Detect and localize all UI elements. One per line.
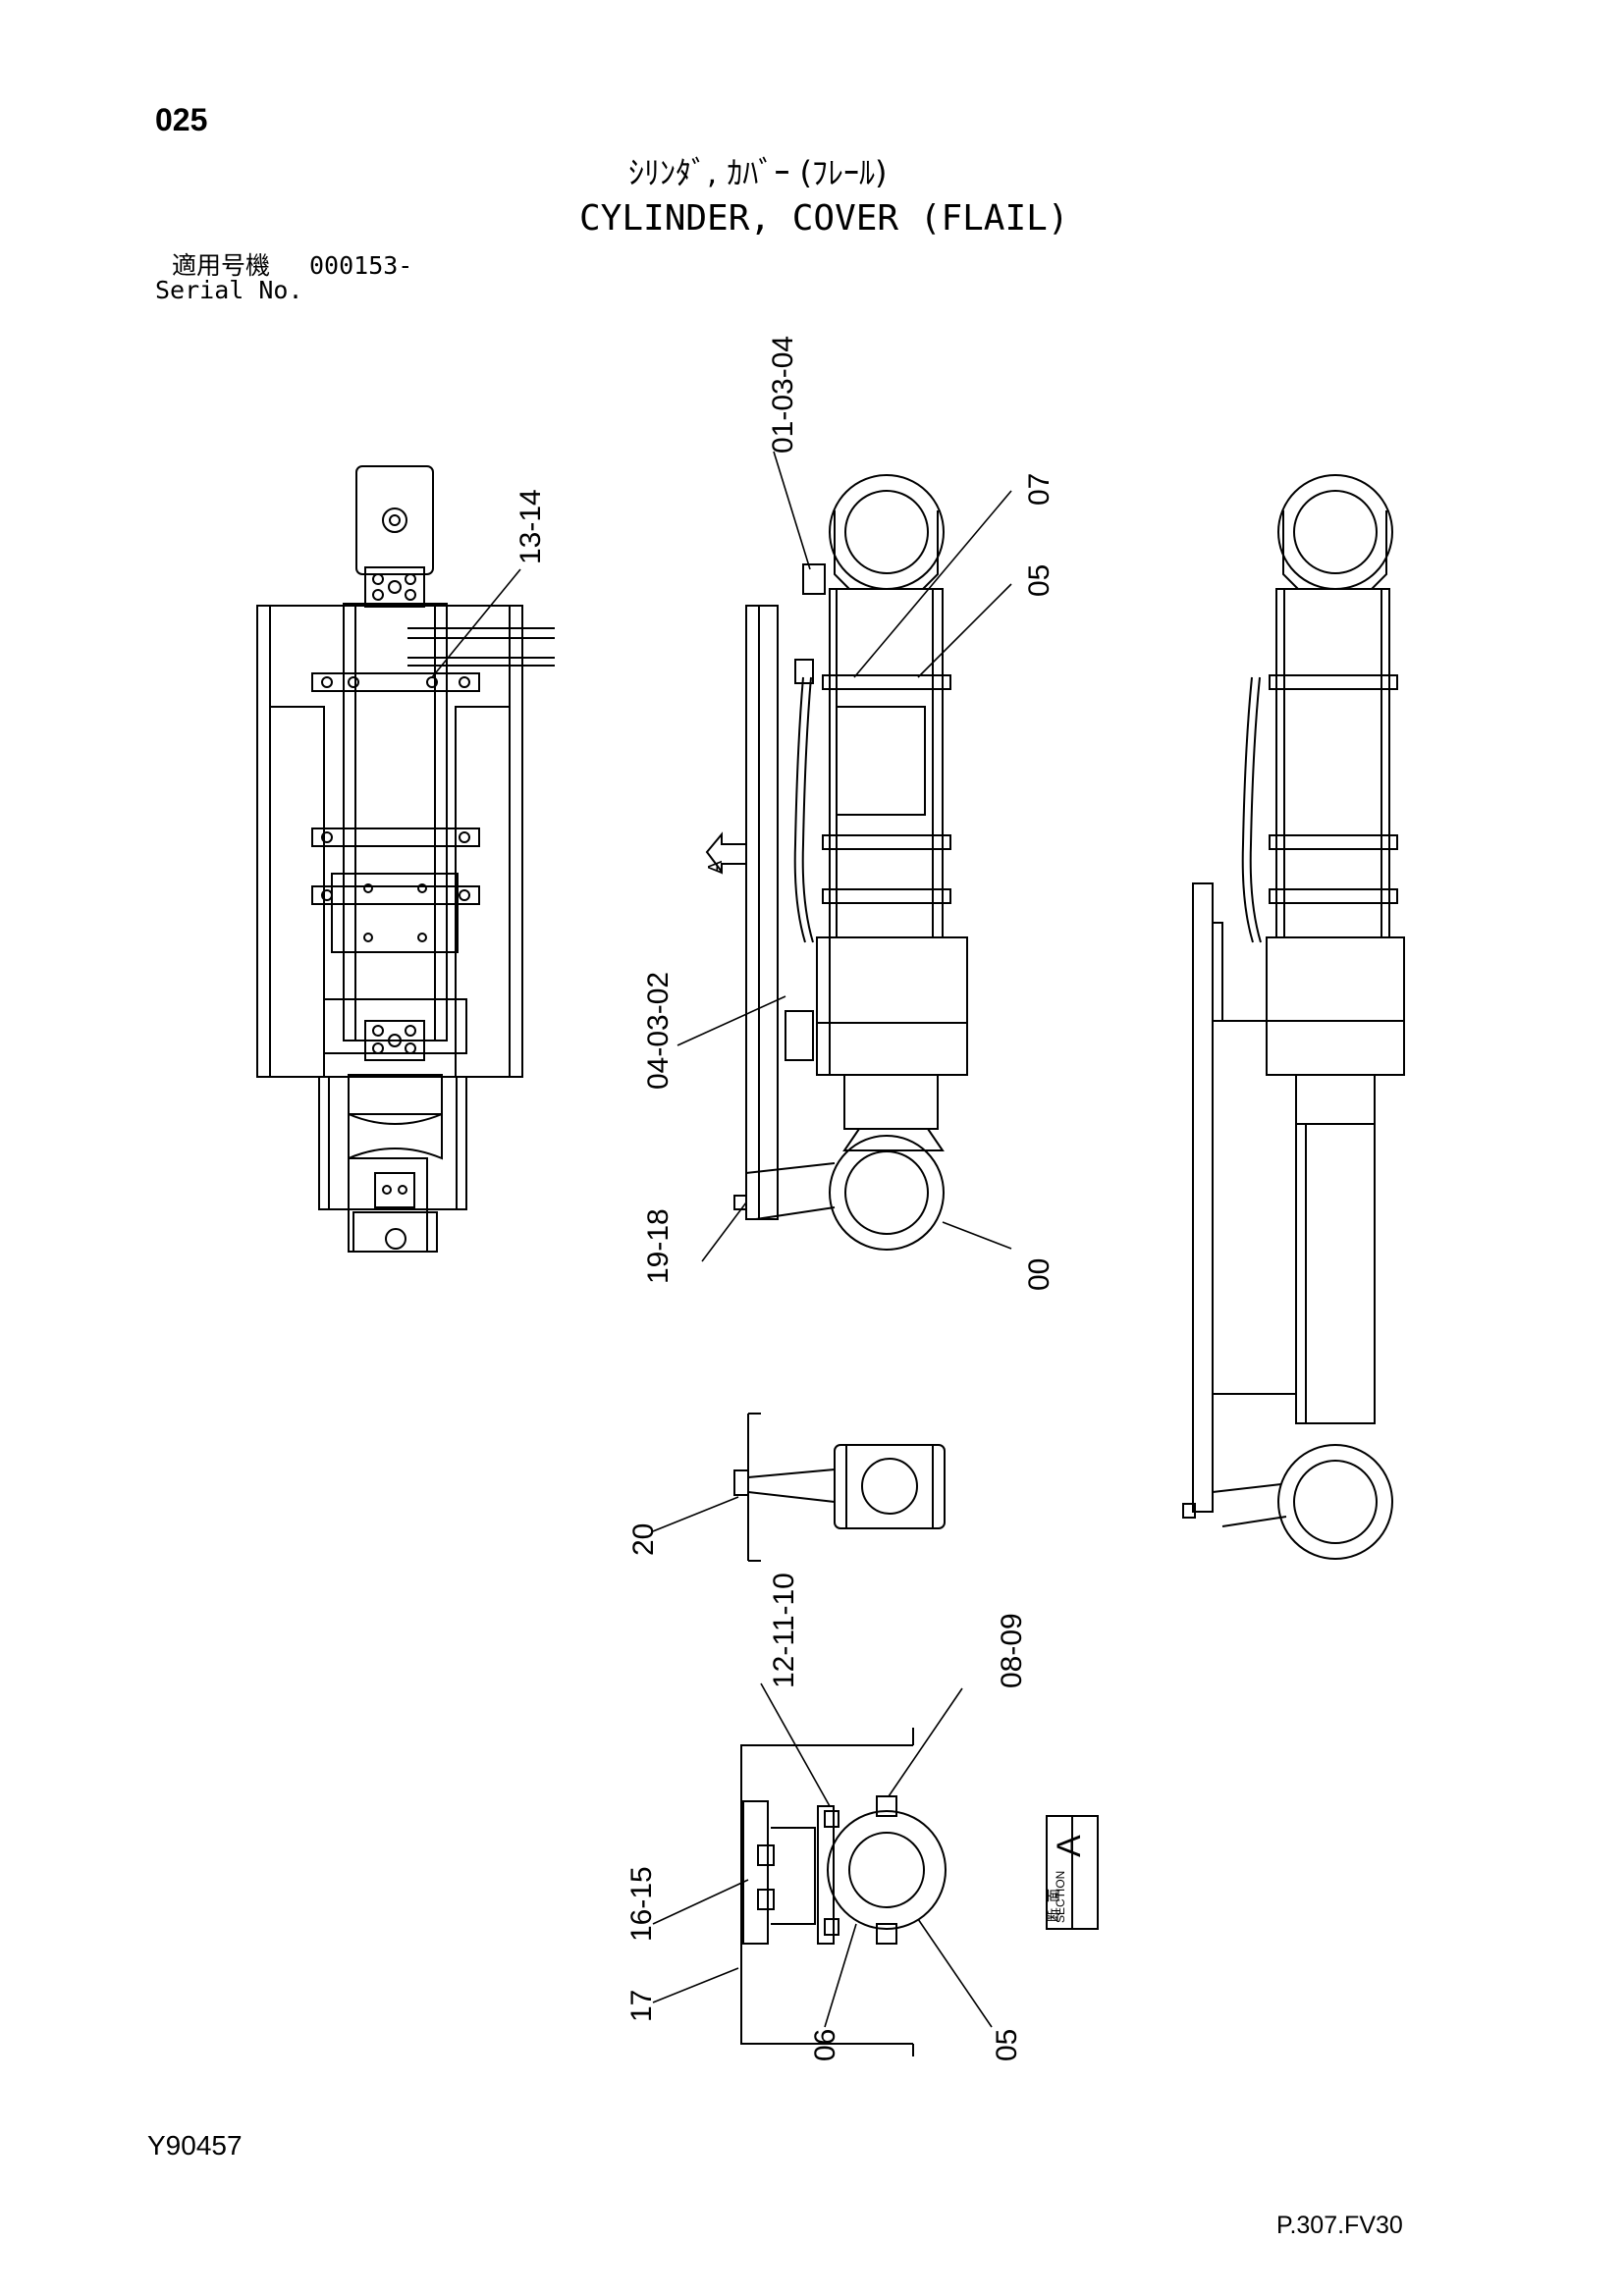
clamp-band <box>822 674 951 690</box>
serial-number-value: 000153- <box>309 251 413 280</box>
clamp-band <box>311 672 480 692</box>
clamp-band <box>822 834 951 850</box>
cover-plate-long <box>1192 882 1214 1513</box>
section-kanji-2: 面 <box>1046 1889 1061 1902</box>
callout-13-14: 13-14 <box>514 489 547 564</box>
clamp-band <box>311 885 480 905</box>
clamp-band <box>822 888 951 904</box>
callout-05-top: 05 <box>1023 564 1056 597</box>
callout-17: 17 <box>625 1990 658 2022</box>
serial-label-japanese: 適用号機 <box>172 251 271 280</box>
piston-rod <box>1295 1124 1376 1424</box>
section-cylinder <box>827 1810 947 1930</box>
callout-05-bottom: 05 <box>991 2029 1023 2061</box>
hose <box>793 676 806 943</box>
title-japanese: ｼﾘﾝﾀﾞ, ｶﾊﾞｰ (ﾌﾚｰﾙ) <box>628 154 888 191</box>
callout-12-11-10: 12-11-10 <box>768 1573 800 1688</box>
frame-outline <box>256 605 523 1078</box>
document-code: Y90457 <box>147 2130 243 2161</box>
section-letter: A <box>1051 1835 1088 1857</box>
callout-20: 20 <box>627 1523 660 1556</box>
cylinder-head-eye <box>829 474 945 590</box>
gland-housing <box>816 936 968 1076</box>
side-view-extended <box>1182 474 1405 1560</box>
callout-08-09: 08-09 <box>996 1613 1028 1688</box>
view-arrow-label: A <box>705 860 727 874</box>
section-label-box: A 断 面 SECTION <box>1046 1815 1099 1930</box>
cover-plate <box>745 605 779 1220</box>
callout-01-03-04: 01-03-04 <box>767 336 799 454</box>
detail-bracket <box>733 1413 946 1562</box>
callout-04-03-02: 04-03-02 <box>642 972 675 1090</box>
top-view <box>256 465 555 1253</box>
view-arrow <box>705 831 747 875</box>
section-view <box>740 1728 947 2056</box>
clamp-band <box>311 828 480 847</box>
page-reference: P.307.FV30 <box>1276 2212 1403 2239</box>
title-english: CYLINDER, COVER (FLAIL) <box>579 198 1069 239</box>
rod-eye-top <box>355 465 434 575</box>
side-view: A <box>705 474 968 1251</box>
serial-label-english: Serial No. <box>155 276 303 304</box>
rod-eye <box>829 1135 945 1251</box>
callout-labels: 01-03-04 07 05 13-14 04-03-02 19-18 00 2… <box>514 336 1056 2061</box>
page-number: 025 <box>155 102 208 137</box>
callout-07: 07 <box>1023 473 1056 506</box>
callout-19-18: 19-18 <box>642 1208 675 1284</box>
callout-06: 06 <box>809 2029 841 2061</box>
leader-lines <box>431 451 1012 2028</box>
callout-00: 00 <box>1023 1258 1056 1291</box>
callout-16-15: 16-15 <box>625 1866 658 1942</box>
section-kanji-1: 断 <box>1046 1908 1061 1922</box>
cylinder-barrel-top <box>343 603 448 1041</box>
section-word: SECTION <box>1054 1871 1067 1923</box>
